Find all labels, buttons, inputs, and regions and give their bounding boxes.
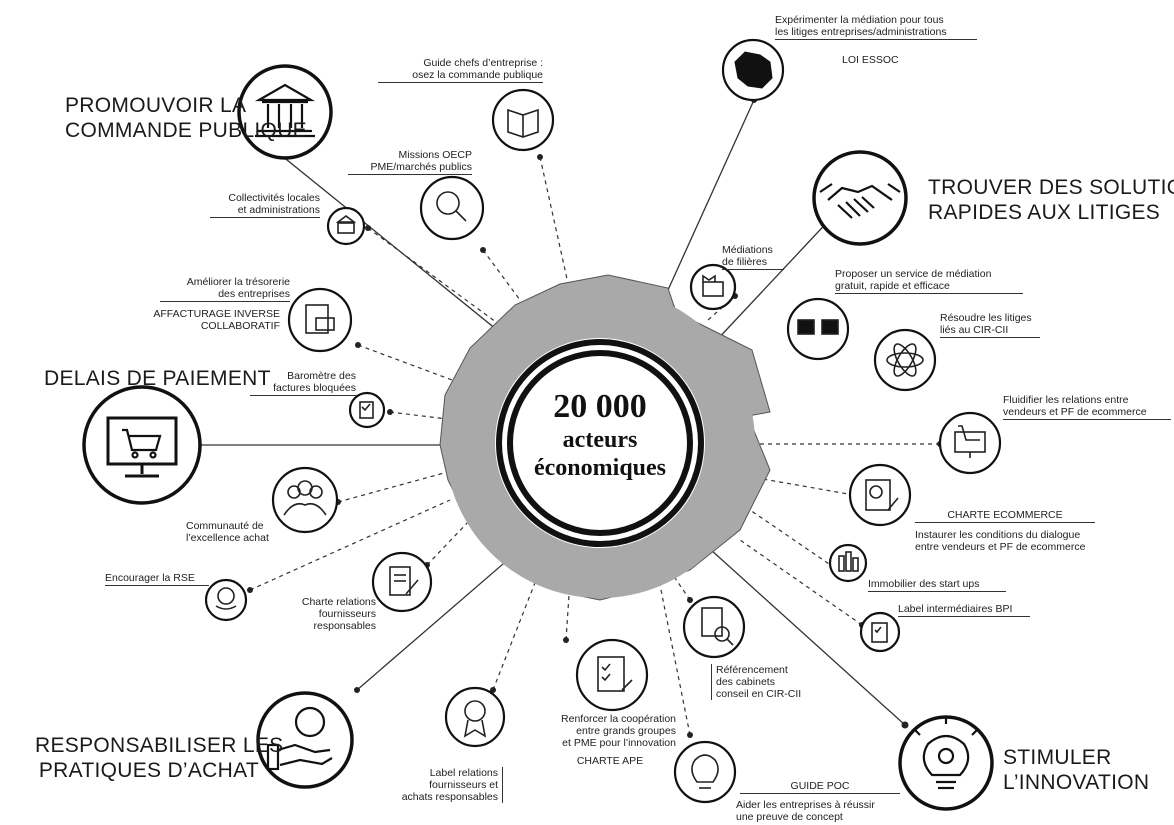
checklist-icon (859, 611, 901, 653)
label-cooperation: Renforcer la coopération entre grands gr… (561, 713, 676, 749)
label-immobilier: Immobilier des start ups (868, 578, 1006, 592)
atom-icon (873, 328, 937, 392)
label-fluidifier: Fluidifier les relations entre vendeurs … (1003, 394, 1171, 420)
label-charte-ape: CHARTE APE (576, 755, 644, 767)
award-ribbon-icon (444, 686, 506, 748)
label-referencement: Référencement des cabinets conseil en CI… (711, 664, 801, 700)
label-collectivites: Collectivités locales et administrations (210, 192, 320, 218)
theme-delais: DELAIS DE PAIEMENT (44, 367, 271, 390)
cart-screen-icon (938, 411, 1002, 475)
center-number: 20 000 (553, 388, 647, 425)
label-missions: Missions OECP PME/marchés publics (348, 149, 472, 175)
mediation-arrows-icon (786, 297, 850, 361)
small-building-icon (326, 206, 366, 246)
central-hub (439, 274, 771, 601)
center-line3: économiques (534, 455, 666, 481)
label-proposer: Proposer un service de médiation gratuit… (835, 268, 1023, 294)
theme-litiges: TROUVER DES SOLUTIONS RAPIDES AUX LITIGE… (928, 176, 1174, 224)
theme-achats: RESPONSABILISER LES PRATIQUES D’ACHAT (35, 734, 284, 782)
theme-commande-publique: PROMOUVOIR LA COMMANDE PUBLIQUE (65, 94, 307, 142)
city-buildings-icon (828, 543, 868, 583)
label-aider-poc: Aider les entreprises à réussir une preu… (736, 799, 875, 823)
handshake-icon (812, 150, 908, 246)
label-guide: Guide chefs d’entreprise : osez la comma… (378, 57, 543, 83)
center-line2: acteurs (562, 427, 638, 453)
label-rse: Encourager la RSE (105, 572, 209, 586)
magnifier-gear-icon (419, 175, 485, 241)
group-people-icon (271, 466, 339, 534)
label-communaute: Communauté de l’excellence achat (186, 520, 269, 544)
globe-hand-icon (204, 578, 248, 622)
theme-innovation: STIMULER L’INNOVATION (1003, 746, 1150, 794)
label-guide-poc: GUIDE POC (740, 780, 900, 794)
label-bpi: Label intermédiaires BPI (898, 603, 1030, 617)
label-tresorerie: Améliorer la trésorerie des entreprises (160, 276, 290, 302)
document-pen-icon (371, 551, 433, 613)
factory-icon (689, 263, 737, 311)
globe-document-icon (848, 463, 912, 527)
lightbulb-icon (673, 740, 737, 804)
label-charte-rfr: Charte relations fournisseurs responsabl… (301, 596, 376, 632)
center-count: 20 000 acteurs économiques (500, 388, 700, 482)
label-affacturage: AFFACTURAGE INVERSE COLLABORATIF (153, 308, 280, 332)
label-resoudre: Résoudre les litiges liés au CIR-CII (940, 312, 1040, 338)
label-filieres: Médiations de filières (722, 244, 784, 270)
label-instaurer: Instaurer les conditions du dialogue ent… (915, 529, 1086, 553)
label-essoc: LOI ESSOC (842, 54, 899, 66)
label-rfar: Label relations fournisseurs et achats r… (380, 767, 503, 803)
shopping-cart-monitor-icon (82, 385, 202, 505)
label-experimenter: Expérimenter la médiation pour tous les … (775, 14, 977, 40)
label-charte-ecommerce: CHARTE ECOMMERCE (915, 509, 1095, 523)
document-search-icon (682, 595, 746, 659)
checklist-pen-icon (575, 638, 649, 712)
label-barometre: Baromètre des factures bloquées (250, 370, 356, 396)
checklist-icon (348, 391, 386, 429)
invoice-card-icon (287, 287, 353, 353)
